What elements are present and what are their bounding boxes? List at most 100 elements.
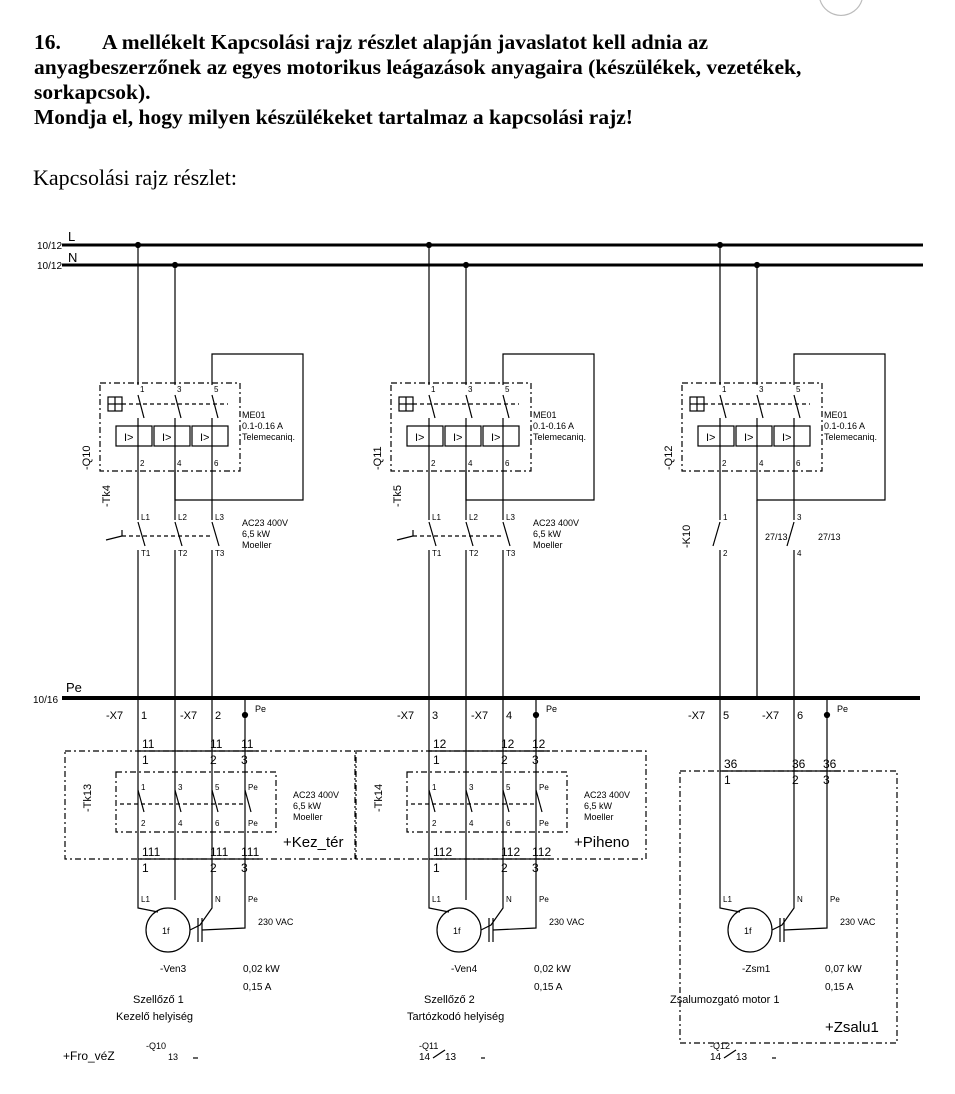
terminal-1: 1 [140, 385, 145, 394]
isolator-bot-label: 4 [469, 819, 474, 828]
isolator-bot-label: 2 [141, 819, 146, 828]
wire-number: 3 [241, 861, 248, 875]
isolator-rating: AC23 400V [584, 790, 630, 800]
terminal-a-num: 1 [141, 710, 147, 722]
isolator-rating: AC23 400V [293, 790, 339, 800]
motor-tag: -Zsm1 [742, 964, 771, 975]
isolator-housing [115, 771, 277, 833]
terminal-4: 4 [759, 459, 764, 468]
breaker-contact [793, 394, 801, 419]
motor-lead [137, 900, 159, 913]
relay-contact [786, 521, 795, 547]
terminal-a-num: 5 [723, 710, 729, 722]
wire-number: 3 [241, 753, 248, 767]
breaker-tag: -Q10 [81, 446, 93, 470]
footer-ref: 14 [710, 1052, 722, 1063]
terminal-6: 6 [214, 459, 219, 468]
motor-name: Zsalumozgató motor 1 [670, 994, 779, 1006]
motor-pin: L1 [141, 895, 150, 904]
wire-number: 111 [142, 845, 161, 859]
contactor-maker: Moeller [242, 540, 272, 550]
wire-number: 112 [433, 845, 452, 859]
terminal-2: 2 [431, 459, 436, 468]
wire-number: 111 [210, 845, 229, 859]
relay-ref-a: 27/13 [765, 532, 788, 542]
trip-label: I> [453, 432, 462, 444]
breaker-housing [390, 382, 532, 472]
trip-label: I> [200, 432, 209, 444]
relay-bot-label: 4 [797, 549, 802, 558]
breaker-contact [719, 394, 727, 419]
question-line-1: 16.A mellékelt Kapcsolási rajz részlet a… [34, 30, 934, 55]
bus-ref-n: 10/12 [37, 261, 62, 272]
contactor-contact [465, 521, 474, 547]
footer-ref: 13 [445, 1052, 457, 1063]
contactor-rating: AC23 400V [533, 518, 579, 528]
breaker-model: ME01 [242, 410, 266, 420]
terminal-b-num: 6 [797, 710, 803, 722]
relay-top-label: 1 [723, 513, 728, 522]
contactor-top-label: L1 [432, 513, 441, 522]
motor-symbol-label: 1f [453, 926, 461, 936]
terminal-4: 4 [468, 459, 473, 468]
breaker-range: 0.1-0.16 A [533, 421, 574, 431]
wire-number: 2 [501, 753, 508, 767]
isolator-bot-label: 6 [215, 819, 220, 828]
contactor-tag: -Tk4 [101, 485, 113, 507]
breaker-housing [681, 382, 823, 472]
terminal-3: 3 [759, 385, 764, 394]
motor-pin: Pe [539, 895, 549, 904]
wire-number: 2 [501, 861, 508, 875]
isolator-bot-label: 4 [178, 819, 183, 828]
breaker-bridge [465, 353, 595, 501]
trip-label: I> [706, 432, 715, 444]
coil-link [396, 530, 414, 541]
terminal-2: 2 [140, 459, 145, 468]
breaker-contact [174, 394, 182, 419]
motor-name: Szellőző 2 [424, 994, 475, 1006]
isolator-contact [137, 789, 145, 813]
motor-pin: N [215, 895, 221, 904]
question-line-2: anyagbeszerzőnek az egyes motorikus leág… [34, 55, 802, 79]
breaker-range: 0.1-0.16 A [824, 421, 865, 431]
motor-pe-lead [492, 900, 537, 931]
contactor-top-label: L1 [141, 513, 150, 522]
footer-ref: -Q12 [710, 1041, 730, 1051]
terminal-1: 1 [722, 385, 727, 394]
isolator-tag: -Tk14 [373, 784, 385, 812]
trip-unit [697, 425, 735, 447]
trip-label: I> [744, 432, 753, 444]
location-box [679, 770, 898, 1044]
isolator-contact [428, 789, 436, 813]
isolator-top-label: Pe [248, 783, 258, 792]
breaker-bridge [174, 353, 304, 501]
breaker-contact [137, 394, 145, 419]
isolator-contact [502, 789, 510, 813]
motor-pe-lead [201, 900, 246, 931]
wire-number: 3 [532, 753, 539, 767]
location-label: +Piheno [574, 834, 629, 851]
corner-arc [819, 0, 863, 16]
relay-ref-b: 27/13 [818, 532, 841, 542]
relay-bot-label: 2 [723, 549, 728, 558]
terminal-a-num: 3 [432, 710, 438, 722]
motor-power: 0,02 kW [243, 964, 280, 975]
isolator-tag: -Tk13 [82, 784, 94, 812]
breaker-contact [502, 394, 510, 419]
wire-number: 1 [724, 773, 731, 787]
motor-voltage: 230 VAC [258, 917, 294, 927]
motor-pin: L1 [723, 895, 732, 904]
breaker-model: ME01 [533, 410, 557, 420]
motor-pin: Pe [248, 895, 258, 904]
wire-number: 1 [433, 753, 440, 767]
wire-number: 3 [823, 773, 830, 787]
isolator-contact [211, 789, 219, 813]
breaker-maker: Telemecaniq. [824, 432, 877, 442]
wire-number: 2 [792, 773, 799, 787]
contactor-bot-label: T2 [178, 549, 188, 558]
terminal-5: 5 [505, 385, 510, 394]
isolator-top-label: Pe [539, 783, 549, 792]
terminal-2: 2 [722, 459, 727, 468]
question-block: 16.A mellékelt Kapcsolási rajz részlet a… [34, 30, 934, 130]
